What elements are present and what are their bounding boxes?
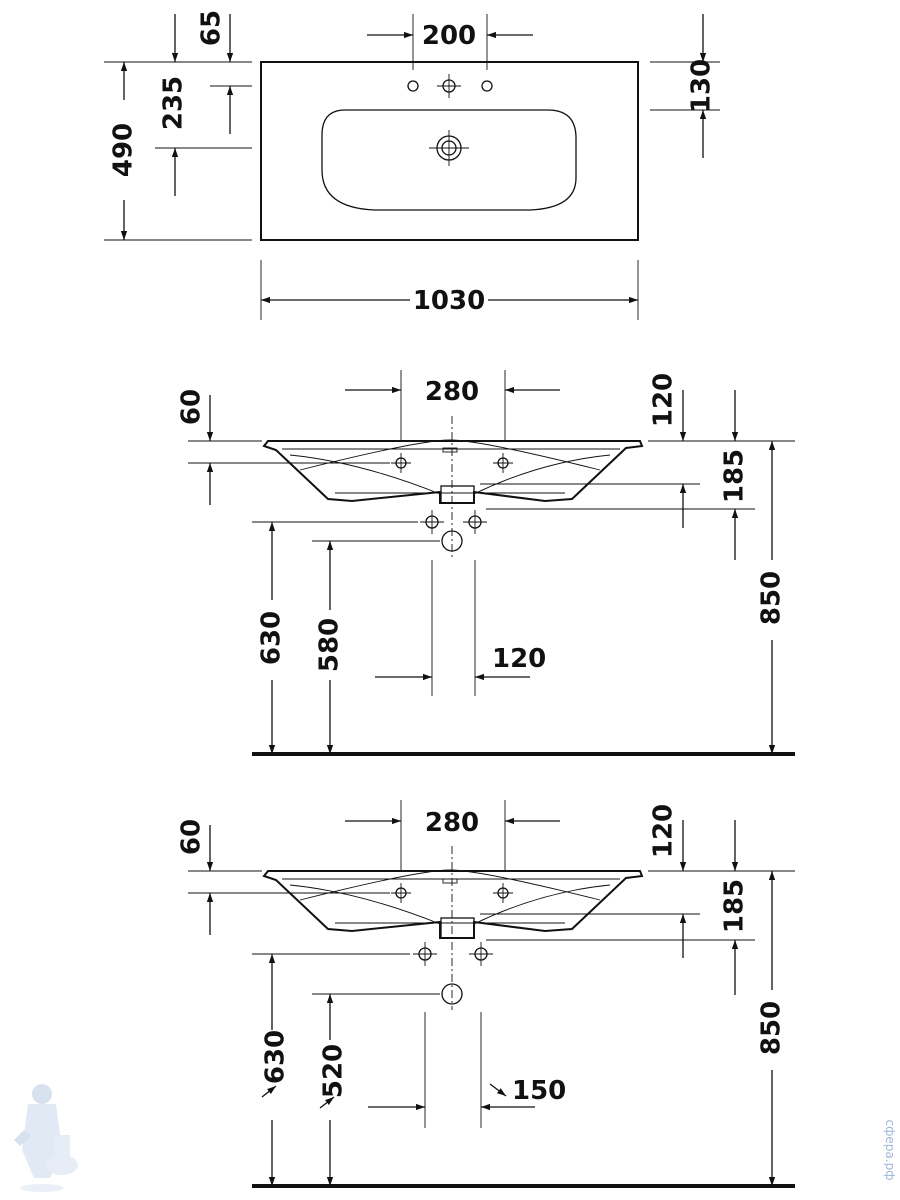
waste-outlet-2 bbox=[440, 917, 475, 939]
dim-waste-height-1: 580 bbox=[315, 618, 345, 672]
dim-width: 1030 bbox=[413, 286, 485, 316]
dim-bowl-depth-2: 185 bbox=[720, 879, 750, 933]
dim-tap-spacing-1: 280 bbox=[425, 377, 479, 407]
plumber-mascot-logo bbox=[14, 1084, 78, 1192]
dim-depth: 490 bbox=[109, 123, 139, 177]
dim-rim-thickness-2: 60 bbox=[177, 819, 207, 855]
dim-supply-height-2: 630 bbox=[261, 1030, 291, 1084]
dim-supply-spacing-2: 150 bbox=[512, 1076, 566, 1106]
dim-tap-spacing-2: 280 bbox=[425, 808, 479, 838]
dim-waste-height-2: 520 bbox=[319, 1044, 349, 1098]
basin-profile-2 bbox=[262, 870, 644, 939]
tap-hole-right bbox=[481, 80, 493, 92]
elevation-view-1: 280 60 120 185 850 630 580 bbox=[177, 370, 795, 756]
top-view: 200 65 235 490 130 1030 bbox=[104, 10, 720, 320]
dim-back-edge-to-taps: 65 bbox=[197, 10, 227, 46]
bowl-outline-top bbox=[321, 109, 577, 211]
elevation-view-2: 280 60 120 185 850 630 520 bbox=[177, 800, 795, 1188]
dim-side-offset: 130 bbox=[687, 59, 717, 113]
waste-outlet-1 bbox=[440, 485, 475, 504]
waste-pipe-1 bbox=[441, 530, 463, 552]
basin-outline-top bbox=[260, 61, 639, 241]
tap-hole-left bbox=[407, 80, 419, 92]
dim-total-height-2: 850 bbox=[757, 1001, 787, 1055]
dim-supply-spacing-1: 120 bbox=[492, 644, 546, 674]
dim-top-offset-1: 120 bbox=[649, 373, 679, 427]
dim-back-to-waste: 235 bbox=[159, 76, 189, 130]
dim-bowl-depth-1: 185 bbox=[720, 449, 750, 503]
dim-top-offset-2: 120 bbox=[649, 804, 679, 858]
dim-rim-thickness-1: 60 bbox=[177, 389, 207, 425]
basin-profile-1 bbox=[262, 440, 644, 504]
waste-pipe-2 bbox=[441, 983, 463, 1005]
dim-hole-spacing: 200 bbox=[422, 21, 476, 51]
dim-total-height-1: 850 bbox=[757, 571, 787, 625]
dim-supply-height-1: 630 bbox=[257, 611, 287, 665]
watermark-text: сфера.рф bbox=[883, 1120, 897, 1181]
